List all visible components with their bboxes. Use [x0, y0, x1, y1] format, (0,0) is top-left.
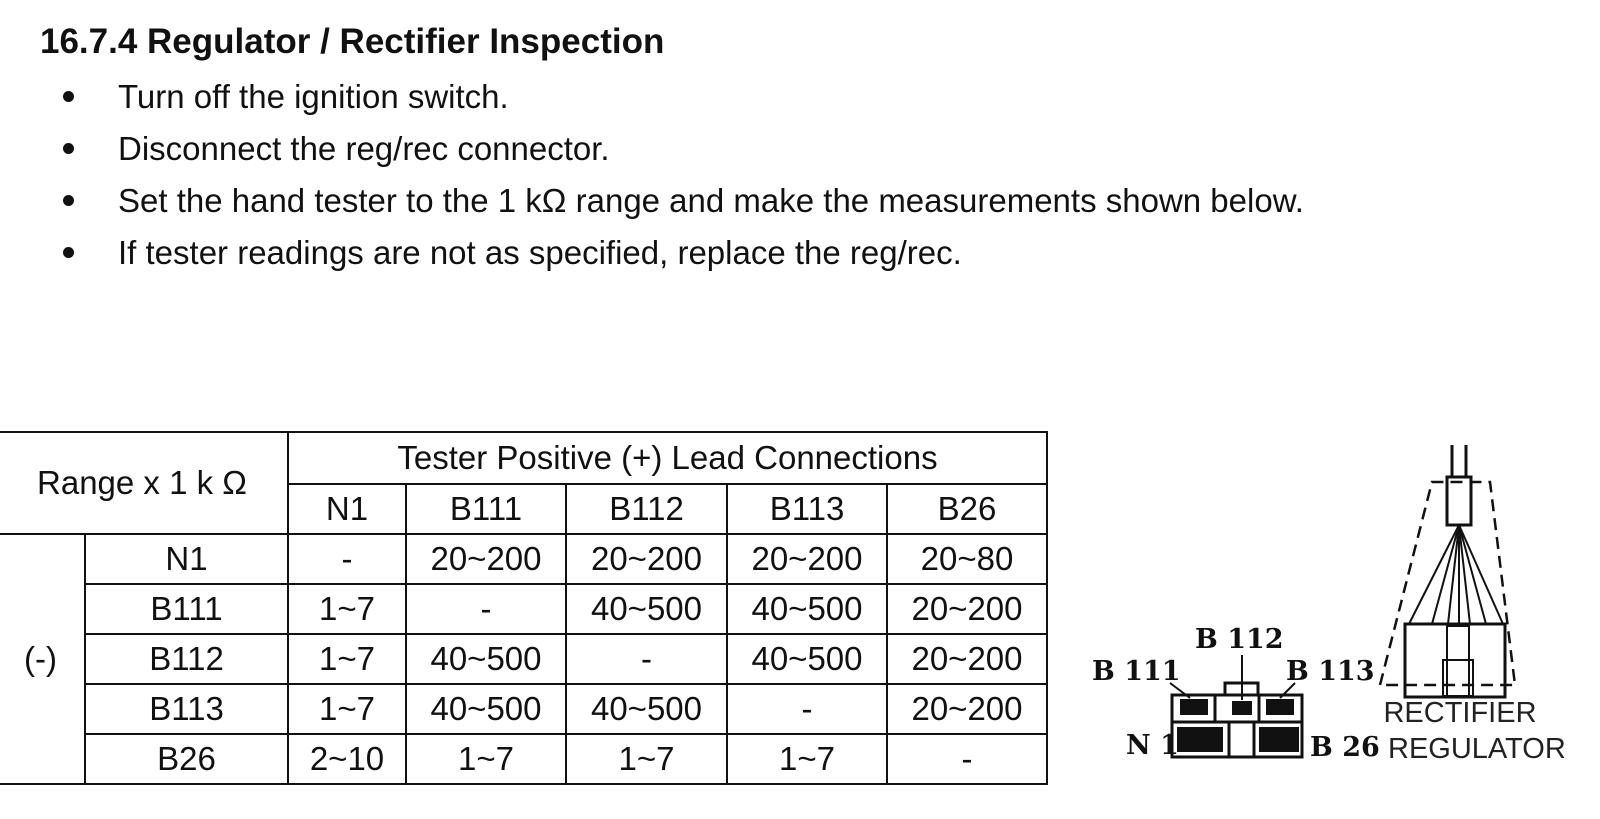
table-cell: - [565, 633, 728, 685]
column-header: B111 [405, 483, 567, 535]
table-cell: 40~500 [565, 583, 728, 635]
pin-label-n1: N 1 [1126, 730, 1179, 761]
pin-label-b111: B 111 [1092, 656, 1181, 687]
list-item: If tester readings are not as specified,… [0, 230, 1304, 282]
table-cell: - [405, 583, 567, 635]
table-header-row: Range x 1 k Ω Tester Positive (+) Lead C… [0, 431, 1048, 535]
column-header: B112 [565, 483, 728, 535]
table-cell: 1~7 [405, 733, 567, 785]
table-cell: 40~500 [565, 683, 728, 735]
table-cell: - [886, 733, 1048, 785]
negative-lead-label: (-) [0, 533, 86, 785]
table-cell: 40~500 [405, 683, 567, 735]
table-cell: 20~200 [886, 583, 1048, 635]
table-cell: 20~200 [565, 533, 728, 585]
table-cell: 1~7 [287, 683, 407, 735]
range-label: Range x 1 k Ω [0, 431, 289, 535]
table-cell: 40~500 [726, 633, 888, 685]
table-cell: 20~200 [726, 533, 888, 585]
row-label: B113 [84, 683, 289, 735]
table-cell: - [287, 533, 407, 585]
list-item: Disconnect the reg/rec connector. [0, 126, 1304, 178]
list-item: Turn off the ignition switch. [0, 74, 1304, 126]
pin-label-b113: B 113 [1286, 656, 1375, 687]
step-text: Turn off the ignition switch. [118, 78, 509, 115]
row-label: B112 [84, 633, 289, 685]
pin-label-b26: B 26 [1310, 732, 1380, 763]
row-label: B111 [84, 583, 289, 635]
column-header: N1 [287, 483, 407, 535]
table-cell: 1~7 [287, 583, 407, 635]
table-cell: 20~200 [886, 633, 1048, 685]
part-label-rectifier: RECTIFIER [1383, 697, 1536, 729]
table-cell: 40~500 [405, 633, 567, 685]
bullet-icon [63, 143, 74, 154]
bullet-icon [63, 91, 74, 102]
table-cell: 2~10 [287, 733, 407, 785]
table-cell: 20~200 [405, 533, 567, 585]
part-label-regulator: REGULATOR [1388, 733, 1566, 765]
table-cell: 40~500 [726, 583, 888, 635]
bullet-icon [63, 247, 74, 258]
step-text: Disconnect the reg/rec connector. [118, 130, 610, 167]
table-cell: 1~7 [565, 733, 728, 785]
column-header: B113 [726, 483, 888, 535]
table-cell: 1~7 [726, 733, 888, 785]
step-text: If tester readings are not as specified,… [118, 234, 962, 271]
list-item: Set the hand tester to the 1 kΩ range an… [0, 178, 1304, 230]
step-text: Set the hand tester to the 1 kΩ range an… [118, 182, 1304, 219]
table-cell: 20~200 [886, 683, 1048, 735]
pin-label-b112: B 112 [1195, 624, 1284, 655]
bullet-icon [63, 195, 74, 206]
table-cell: - [726, 683, 888, 735]
table-cell: 20~80 [886, 533, 1048, 585]
instruction-list: Turn off the ignition switch. Disconnect… [0, 74, 1304, 282]
column-header: B26 [886, 483, 1048, 535]
positive-lead-header: Tester Positive (+) Lead Connections [287, 431, 1048, 485]
table-cell: 1~7 [287, 633, 407, 685]
row-label: B26 [84, 733, 289, 785]
row-label: N1 [84, 533, 289, 585]
section-title: 16.7.4 Regulator / Rectifier Inspection [40, 22, 665, 61]
resistance-table: Range x 1 k Ω Tester Positive (+) Lead C… [0, 431, 1048, 785]
